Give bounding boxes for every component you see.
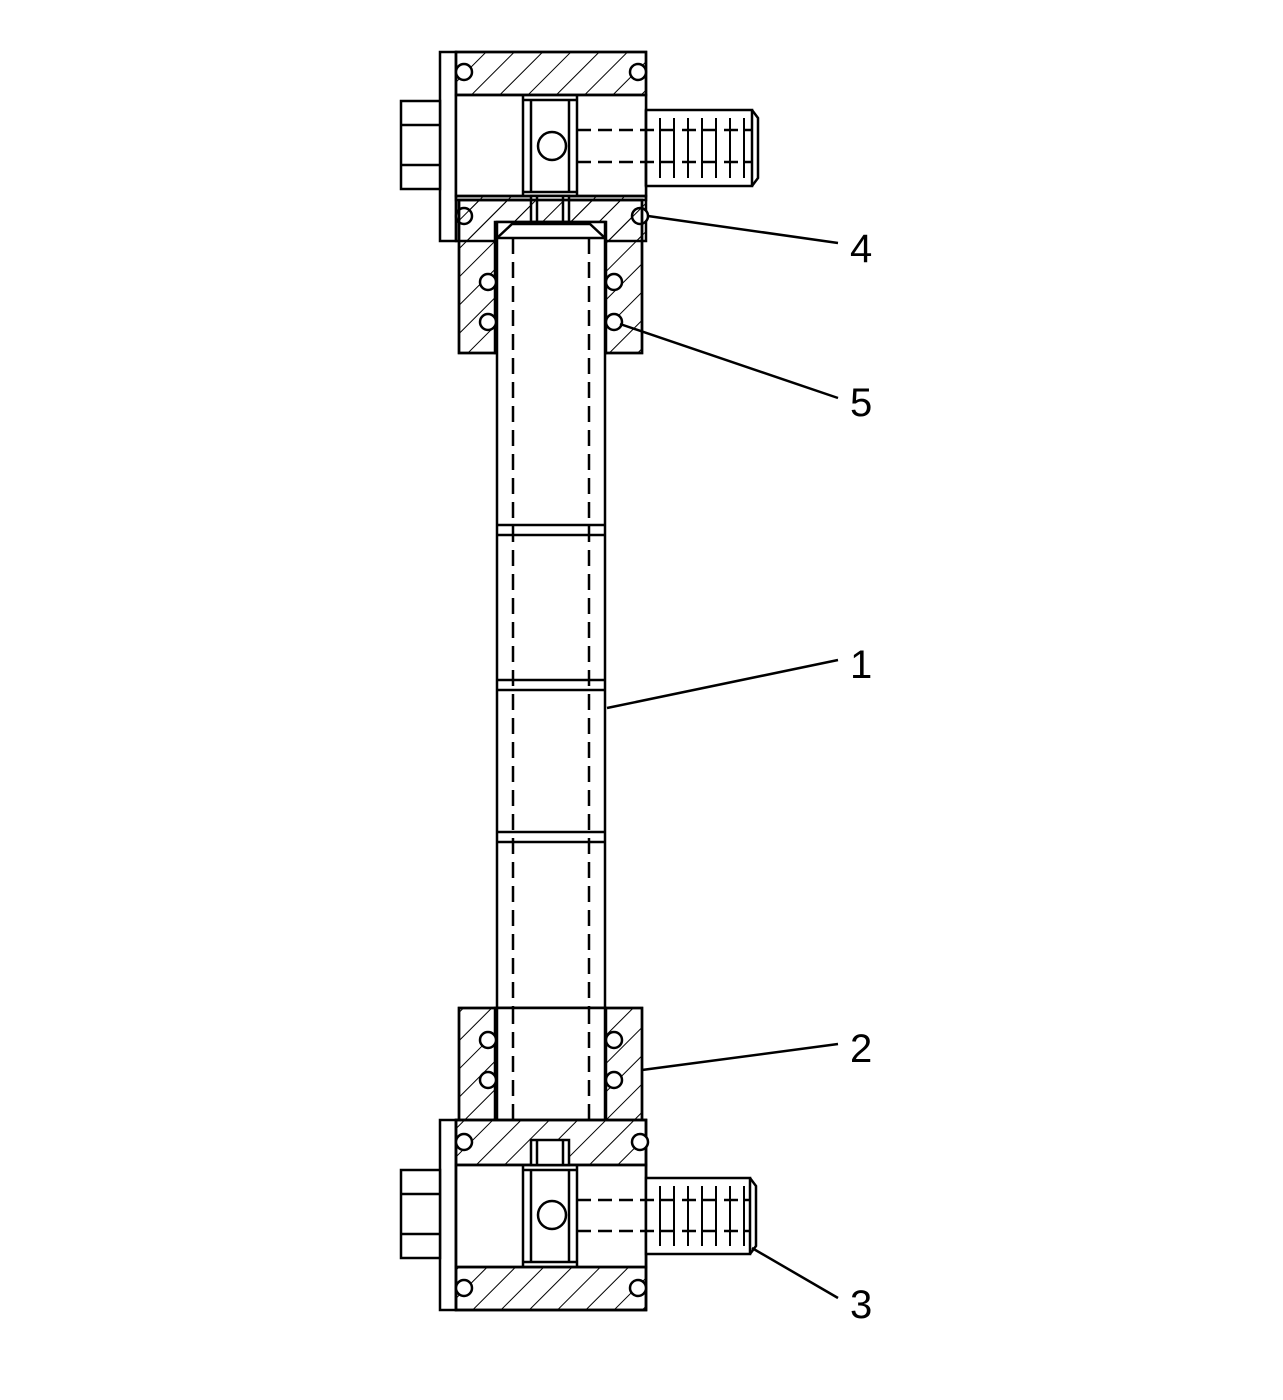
leader-line-1: [606, 658, 839, 710]
callout-5: 5: [850, 381, 872, 425]
callout-4: 4: [850, 227, 872, 271]
leader-line-2: [641, 1042, 839, 1072]
glass-tube: [495, 220, 607, 1142]
leader-line-5: [619, 322, 839, 400]
bottom-check-ball: [536, 1199, 568, 1231]
top-flange-plate: [438, 50, 458, 243]
top-threaded-stem: [644, 108, 754, 188]
bottom-threaded-stem: [644, 1176, 752, 1256]
bottom-flange-plate: [438, 1118, 458, 1312]
bottom-hex-nut: [399, 1168, 442, 1260]
callout-1: 1: [850, 643, 872, 687]
top-check-ball: [536, 130, 568, 162]
callout-3: 3: [850, 1283, 872, 1327]
upper-seal: [604, 312, 624, 332]
leader-line-4: [647, 214, 839, 245]
top-fitting: [399, 50, 760, 243]
leader-line-3: [751, 1246, 839, 1300]
top-hex-nut: [399, 99, 442, 191]
bottom-fitting: [399, 1118, 758, 1312]
top-body-hatch-upper: [454, 50, 648, 97]
callout-2: 2: [850, 1027, 872, 1071]
